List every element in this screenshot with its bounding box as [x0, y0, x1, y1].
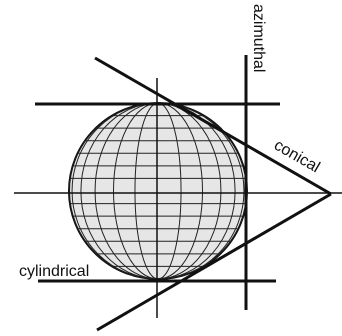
cylindrical-label: cylindrical: [19, 263, 89, 280]
conical-label: conical: [271, 137, 323, 177]
azimuthal-label: azimuthal: [250, 4, 267, 72]
